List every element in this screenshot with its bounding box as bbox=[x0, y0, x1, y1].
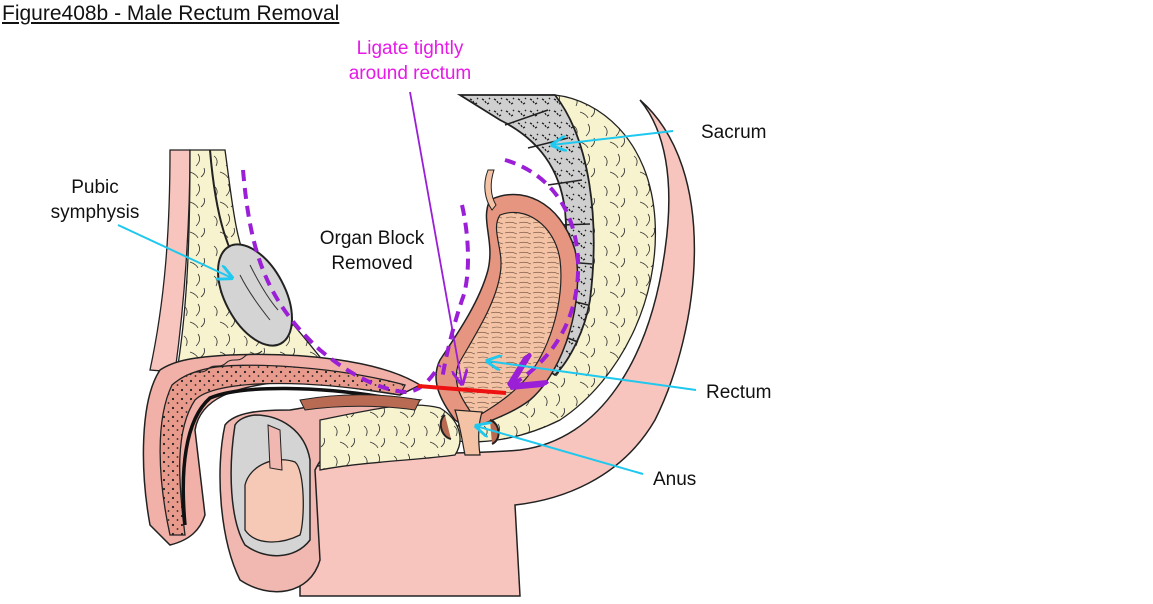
testis bbox=[244, 459, 304, 543]
figure-title: Figure408b - Male Rectum Removal bbox=[2, 2, 340, 25]
ligate-annotation-line2: around rectum bbox=[348, 63, 472, 84]
dissection-outline-anterior bbox=[241, 169, 442, 395]
dissection-outline-posterior bbox=[505, 158, 581, 385]
sacrum-pointer bbox=[552, 130, 674, 145]
dissection-outline-inner bbox=[440, 204, 470, 381]
pubic-symphysis-label: Pubic symphysis bbox=[40, 175, 150, 225]
pubic-symphysis-line1: Pubic bbox=[71, 177, 119, 198]
perineum-fat bbox=[319, 404, 461, 471]
ligature-line bbox=[417, 384, 507, 395]
organ-block-line1: Organ Block bbox=[319, 228, 425, 249]
ligate-annotation-line1: Ligate tightly bbox=[356, 38, 464, 59]
vas-deferens bbox=[267, 424, 283, 471]
ligate-pointer-line bbox=[409, 91, 462, 384]
urethra bbox=[181, 386, 401, 526]
sacrum-label: Sacrum bbox=[701, 122, 767, 143]
ligate-annotation: Ligate tightly around rectum bbox=[330, 36, 490, 86]
anus-pointer bbox=[476, 426, 644, 475]
corpus-spongiosum bbox=[159, 364, 406, 536]
rectum-label: Rectum bbox=[706, 382, 772, 403]
pubic-symphysis-bone bbox=[217, 243, 293, 347]
anus-label: Anus bbox=[653, 469, 697, 490]
organ-block-line2: Removed bbox=[331, 253, 413, 274]
organ-block-annotation: Organ Block Removed bbox=[297, 226, 447, 276]
bulb-muscle bbox=[299, 394, 421, 411]
pubic-symphysis-line2: symphysis bbox=[50, 202, 140, 223]
rectum-pointer bbox=[487, 361, 697, 391]
sigmoid-flap bbox=[484, 169, 497, 211]
pubic-symphysis-pointer bbox=[117, 224, 232, 278]
